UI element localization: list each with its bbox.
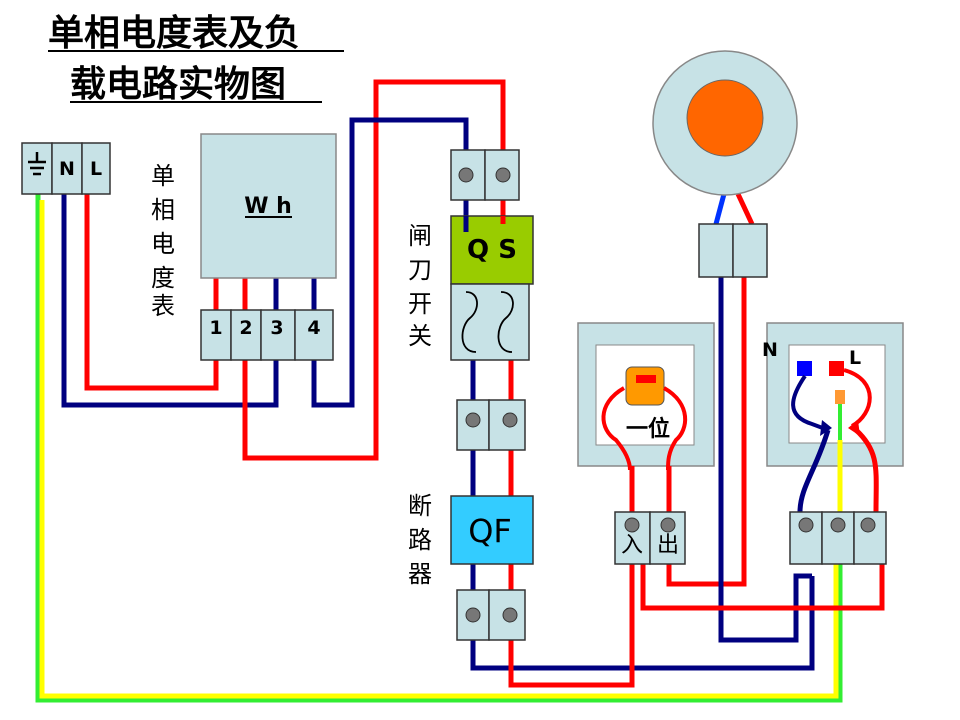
wire-supply-live	[84, 194, 219, 391]
socket-live-label: L	[849, 347, 861, 369]
screw-icon	[465, 607, 481, 623]
socket-neutral-label: N	[762, 339, 778, 361]
qf-code-label: QF	[468, 512, 512, 550]
fuse-icon	[461, 291, 478, 353]
bulb-icon	[686, 79, 764, 157]
qf-body[interactable]	[450, 495, 534, 565]
switch-out-label: 出	[657, 533, 679, 558]
lamp-lead-neutral	[713, 193, 727, 225]
qf-label-char: 器	[408, 560, 432, 588]
meter-label-char: 表	[151, 292, 175, 320]
qf-label-char: 断	[408, 492, 432, 520]
switch-lead-out	[662, 386, 688, 471]
switch-in-label: 入	[621, 533, 643, 558]
power-socket: N L	[762, 322, 904, 565]
switch-position-text: 一位	[626, 416, 670, 442]
earth-wire-yellow	[39, 200, 839, 699]
screw-icon	[458, 167, 474, 183]
screw-icon	[502, 412, 518, 428]
lamp-terminal-live[interactable]	[732, 223, 768, 278]
qs-label-char: 开	[408, 290, 432, 318]
meter-terminal-2-label: 2	[239, 317, 252, 339]
meter-terminal-4[interactable]	[294, 309, 334, 361]
meter-terminal-3-label: 3	[270, 317, 283, 339]
supply-neutral-label: N	[59, 158, 75, 180]
meter-terminal-2[interactable]	[230, 309, 262, 361]
earth-icon	[28, 152, 46, 176]
meter-label-char: 电	[151, 230, 175, 258]
screw-icon	[502, 607, 518, 623]
lamp-terminal-neutral[interactable]	[698, 223, 734, 278]
meter-label-char: 相	[151, 196, 175, 224]
light-switch: 一位 入 出	[577, 322, 715, 565]
title-line-2: 载电路实物图	[70, 64, 286, 105]
energy-meter: W h 1 2 3 4	[200, 133, 337, 361]
socket-wire-neutral	[797, 429, 831, 513]
qs-label-char: 闸	[408, 222, 432, 250]
earth-wire-green	[35, 194, 843, 703]
meter-terminal-4-label: 4	[307, 317, 320, 339]
socket-wire-live	[854, 428, 879, 513]
socket-lead-neutral	[791, 374, 829, 432]
meter-terminal-3[interactable]	[260, 309, 296, 361]
screw-icon	[624, 517, 640, 533]
wire-load-neutral	[470, 576, 815, 671]
knife-switch-vertical-label: 闸 刀 开 关	[408, 222, 432, 350]
screw-icon	[860, 517, 876, 533]
knife-switch: Q S	[450, 149, 534, 451]
meter-label-char: 单	[151, 162, 175, 190]
switch-lead-in	[601, 386, 632, 471]
wire-meter-live-out	[242, 79, 506, 461]
wire-meter-neutral-out	[311, 117, 469, 408]
screw-icon	[495, 167, 511, 183]
supply-live-terminal[interactable]	[81, 142, 111, 195]
screw-icon	[660, 517, 676, 533]
socket-earth-pin	[835, 390, 845, 404]
qf-label-char: 路	[408, 526, 432, 554]
socket-neutral-tab	[820, 420, 832, 436]
qs-fuse-housing	[450, 283, 530, 361]
meter-unit-label: W h	[244, 194, 292, 219]
screw-icon	[830, 517, 846, 533]
socket-neutral-pin	[797, 361, 812, 376]
qs-label-char: 关	[408, 322, 432, 350]
switch-indicator	[636, 375, 656, 383]
wire-lamp-neutral	[718, 277, 812, 643]
wire-supply-neutral	[61, 194, 279, 408]
switch-knob[interactable]	[625, 366, 665, 406]
meter-label-char: 度	[151, 264, 175, 292]
meter-terminal-1-label: 1	[209, 317, 222, 339]
supply-live-label: L	[90, 158, 102, 180]
wire-load-live	[508, 540, 635, 688]
screw-icon	[798, 517, 814, 533]
circuit-breaker: QF	[450, 495, 534, 641]
qs-code-label: Q S	[467, 235, 517, 265]
wire-socket-live	[640, 540, 885, 611]
socket-live-pin	[829, 361, 844, 376]
title-line-1: 单相电度表及负	[48, 13, 300, 54]
supply-neutral-terminal[interactable]	[51, 142, 83, 195]
meter-body	[200, 133, 337, 279]
qs-label-char: 刀	[408, 256, 432, 284]
lamp-lead-live	[735, 192, 755, 226]
ceiling-lamp	[652, 50, 798, 278]
meter-vertical-label: 单 相 电 度 表	[151, 162, 175, 320]
meter-terminal-1[interactable]	[200, 309, 232, 361]
breaker-vertical-label: 断 路 器	[408, 492, 432, 588]
power-terminal-block: N L	[21, 142, 111, 195]
fuse-icon	[497, 291, 514, 353]
screw-icon	[465, 412, 481, 428]
